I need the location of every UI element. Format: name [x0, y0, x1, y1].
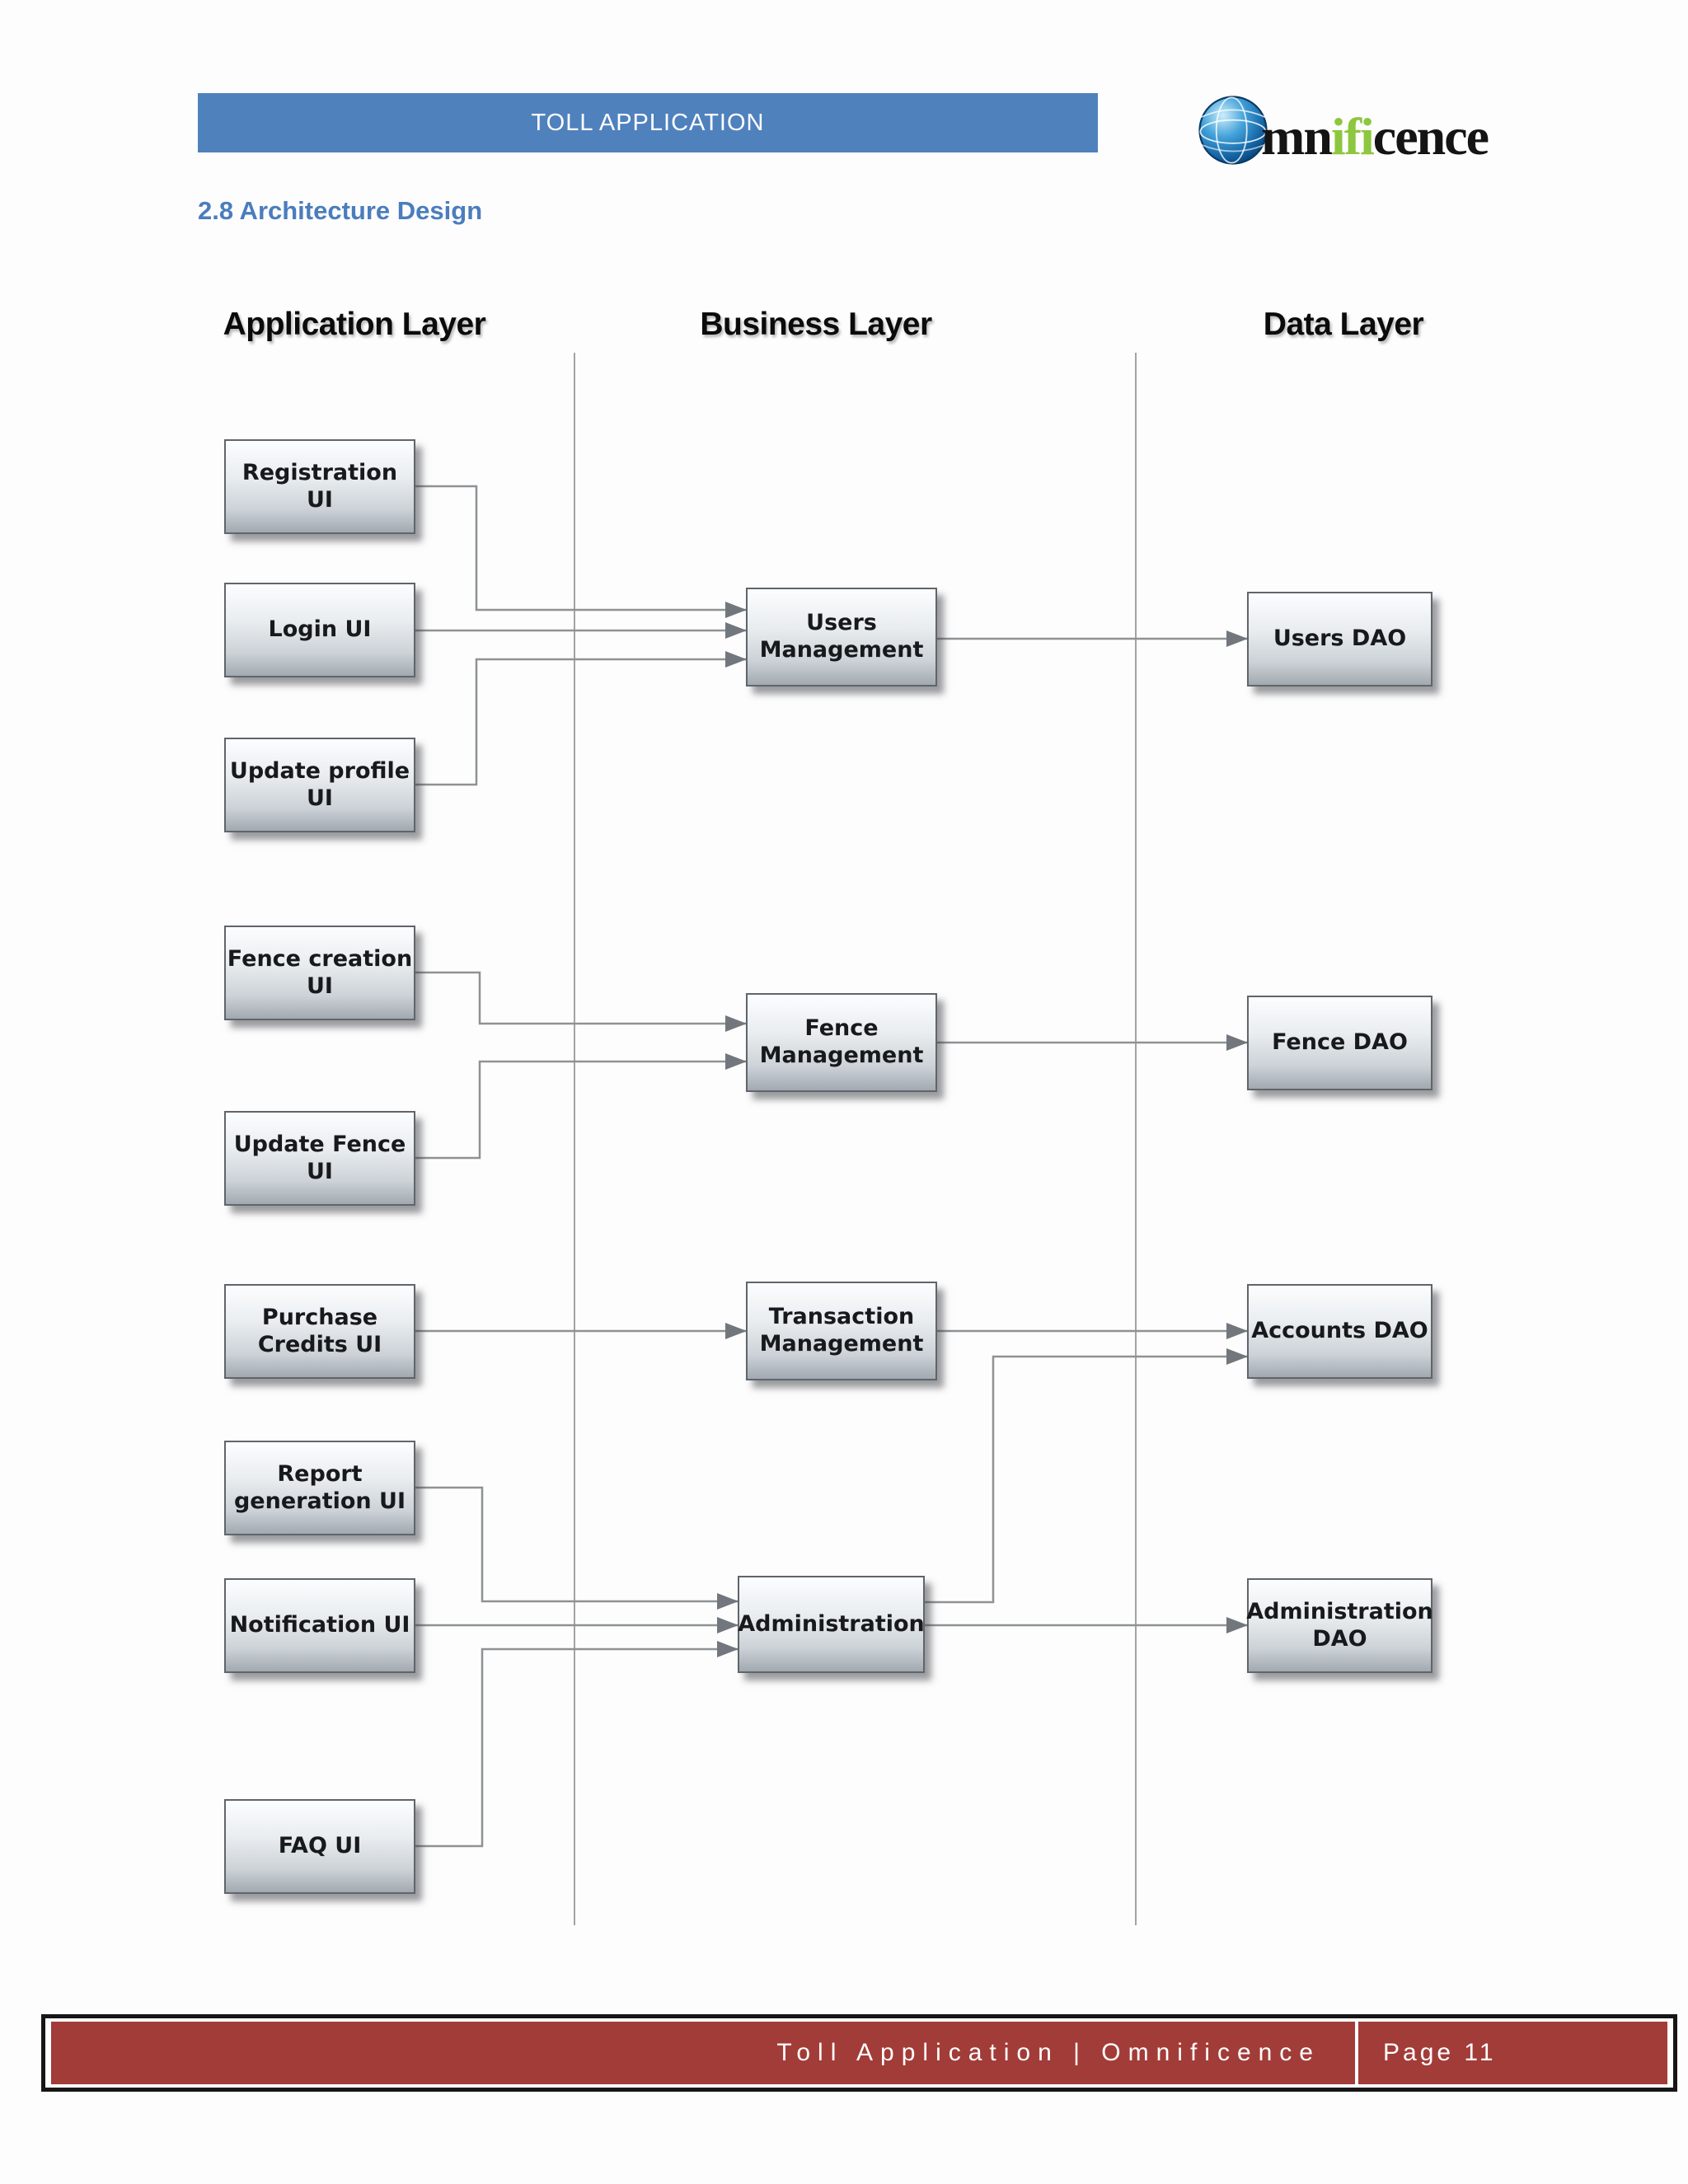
node-fence-creation-ui: Fence creation UI: [224, 926, 415, 1020]
column-header-data-layer: Data Layer: [1263, 307, 1424, 342]
node-notification-ui: Notification UI: [224, 1578, 415, 1673]
logo-text-cence: cence: [1372, 107, 1489, 166]
header-title: TOLL APPLICATION: [531, 109, 765, 136]
node-faq-ui: FAQ UI: [224, 1799, 415, 1894]
connector-arrow: [415, 485, 747, 618]
logo-text-mn: mn: [1261, 107, 1333, 166]
node-accounts-dao: Accounts DAO: [1247, 1284, 1432, 1379]
connector-arrow: [415, 1641, 738, 1848]
node-fence-management: Fence Management: [746, 993, 937, 1092]
column-header-business-layer: Business Layer: [700, 307, 932, 342]
node-transaction-management: Transaction Management: [746, 1282, 937, 1380]
node-update-profile-ui: Update profile UI: [224, 738, 415, 832]
node-update-fence-ui: Update Fence UI: [224, 1111, 415, 1206]
connector-arrow: [415, 1486, 738, 1610]
connector-arrow: [415, 1053, 747, 1160]
footer-bar: Toll Application | Omnificence Page 11: [41, 2014, 1677, 2092]
footer-red-band: Toll Application | Omnificence Page 11: [51, 2022, 1667, 2084]
connector-arrow: [925, 1348, 1248, 1604]
connector-arrow: [415, 971, 747, 1032]
footer-page-number: Page 11: [1383, 2039, 1497, 2066]
node-purchase-credits-ui: Purchase Credits UI: [224, 1284, 415, 1379]
node-registration-ui: Registration UI: [224, 439, 415, 534]
node-users-management: Users Management: [746, 588, 937, 687]
node-login-ui: Login UI: [224, 583, 415, 677]
node-report-generation-ui: Report generation UI: [224, 1441, 415, 1535]
footer-doc-title: Toll Application | Omnificence: [776, 2039, 1320, 2066]
section-title: 2.8 Architecture Design: [198, 196, 483, 225]
globe-icon: [1198, 96, 1268, 165]
column-header-application-layer: Application Layer: [223, 307, 486, 342]
node-administration-dao: Administration DAO: [1246, 1578, 1433, 1673]
connector-layer: [415, 353, 1248, 1925]
connector-arrow: [415, 651, 747, 786]
node-fence-dao: Fence DAO: [1247, 996, 1432, 1090]
diagram: Application Layer Business Layer Data La…: [0, 280, 1688, 1978]
footer-divider: [1355, 2022, 1358, 2084]
header-title-bar: TOLL APPLICATION: [198, 93, 1098, 152]
node-users-dao: Users DAO: [1247, 592, 1432, 687]
node-administration: Administration: [738, 1576, 925, 1673]
logo-text-ifi: ifi: [1330, 107, 1375, 166]
